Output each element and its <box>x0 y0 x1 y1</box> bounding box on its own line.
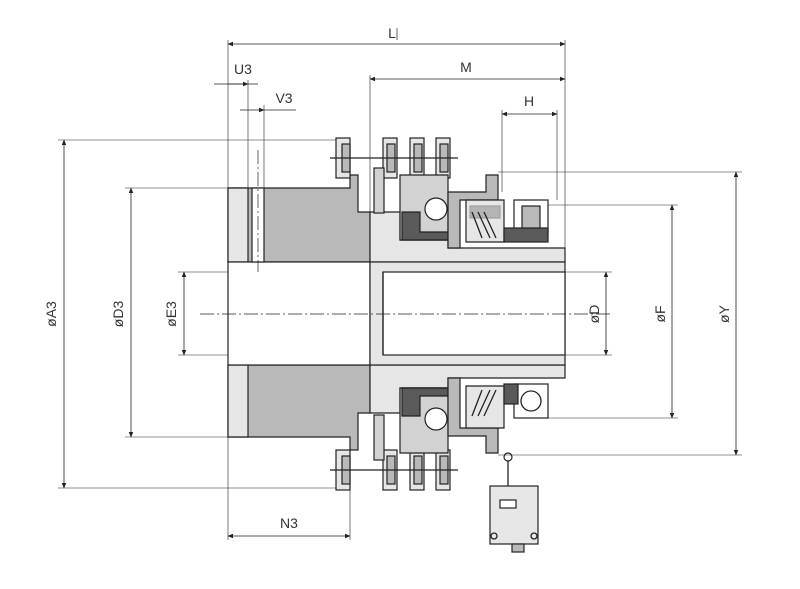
limit-switch-icon <box>489 452 539 553</box>
dim-label-u3: U3 <box>234 61 252 77</box>
dim-label-a3: øA3 <box>43 301 59 327</box>
dim-label-m: M <box>460 59 472 75</box>
dimension-lines <box>61 41 739 539</box>
bearing-lower <box>399 377 549 454</box>
dim-label-f: øF <box>652 305 668 322</box>
extension-lines <box>58 40 742 540</box>
bearing-upper <box>399 174 549 249</box>
left-hub <box>227 150 371 451</box>
dim-label-top: L <box>388 25 396 41</box>
dim-label-n3: N3 <box>280 515 298 531</box>
disc-pack-lower <box>330 449 458 491</box>
dim-label-d3: øD3 <box>110 301 126 328</box>
dim-label-h: H <box>524 93 534 109</box>
disc-pack-upper <box>330 137 458 179</box>
dim-label-d: øD <box>586 305 602 324</box>
right-sleeve <box>369 167 566 461</box>
dim-label-e3: øE3 <box>163 301 179 327</box>
dim-label-y: øY <box>716 304 732 323</box>
dim-label-v3: V3 <box>275 90 292 106</box>
